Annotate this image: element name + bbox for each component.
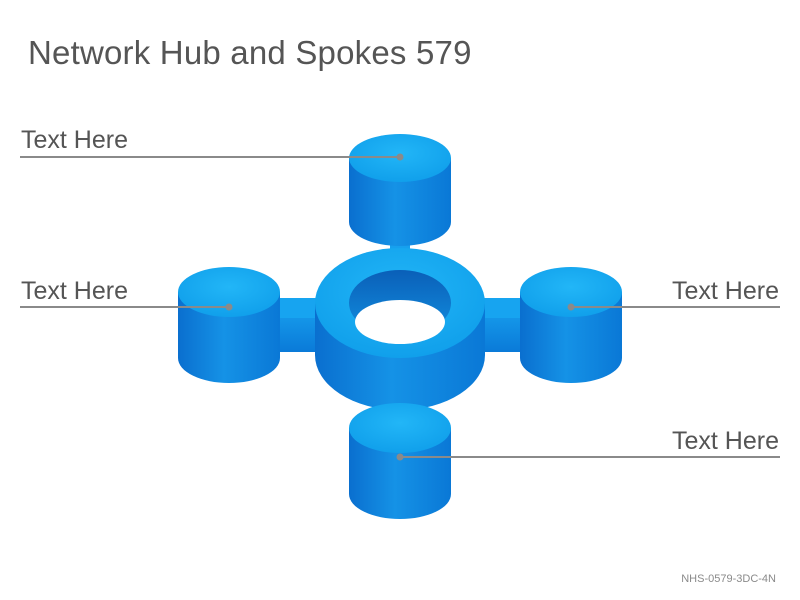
node-bottom [349, 403, 451, 519]
label-bottom-right: Text Here [672, 427, 779, 455]
hub-ring [315, 248, 485, 410]
node-top [349, 134, 451, 246]
connector-top-left [20, 153, 404, 161]
connector-middle-right [567, 303, 780, 311]
label-middle-left: Text Here [21, 277, 128, 305]
slide-code: NHS-0579-3DC-4N [681, 573, 776, 585]
page-title: Network Hub and Spokes 579 [28, 34, 472, 71]
node-right [520, 267, 622, 383]
node-left [178, 267, 280, 383]
label-middle-right: Text Here [672, 277, 779, 305]
connector-bottom-right [396, 453, 780, 461]
connector-middle-left [20, 303, 233, 311]
label-top-left: Text Here [21, 126, 128, 154]
